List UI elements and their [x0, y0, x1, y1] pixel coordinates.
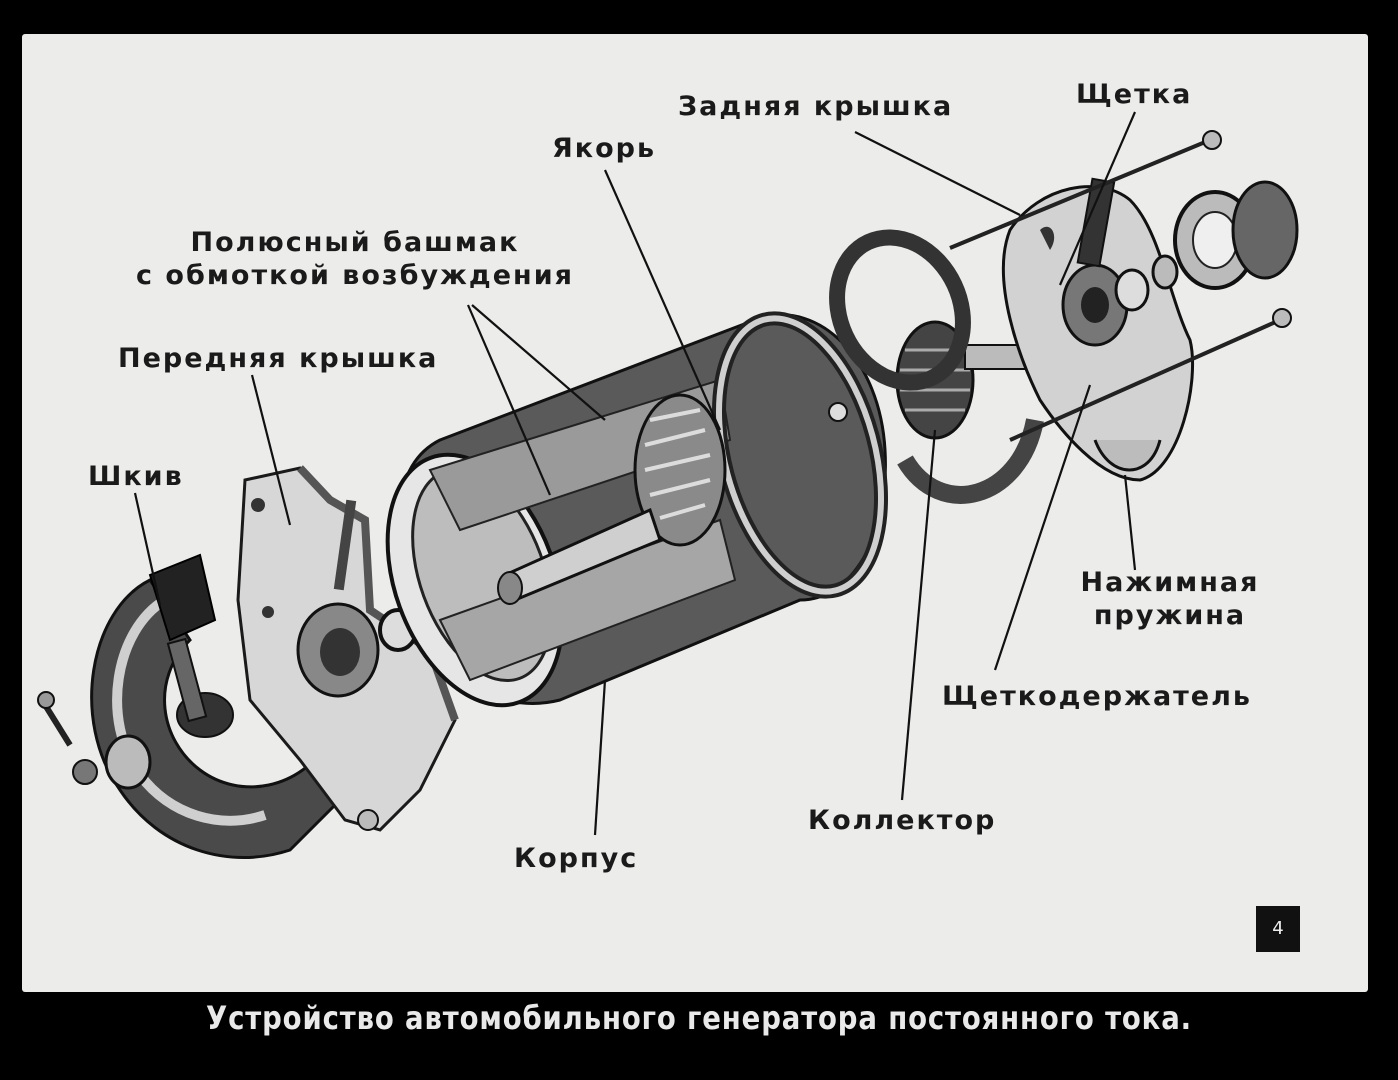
rear-cover-part: [949, 130, 1299, 482]
label-housing: Корпус: [514, 843, 639, 874]
label-armature: Якорь: [552, 133, 657, 164]
label-rear-cover: Задняя крышка: [678, 91, 954, 122]
label-brush: Щетка: [1076, 79, 1193, 110]
label-front-cover: Передняя крышка: [118, 343, 439, 374]
label-pulley: Шкив: [88, 461, 184, 492]
pulley-part: [37, 553, 362, 859]
armature-part: [497, 393, 727, 605]
frame-number-badge: 4: [1256, 906, 1300, 952]
slide-caption: Устройство автомобильного генератора пос…: [206, 999, 1192, 1037]
label-commutator: Коллектор: [808, 805, 997, 836]
label-pressure-spring: Нажимная пружина: [1080, 567, 1260, 631]
label-brush-holder: Щеткодержатель: [942, 681, 1252, 712]
label-pole-shoe: Полюсный башмак с обмоткой возбуждения: [136, 227, 574, 291]
leader-lines: [133, 111, 1137, 836]
commutator-part: [829, 229, 1044, 504]
